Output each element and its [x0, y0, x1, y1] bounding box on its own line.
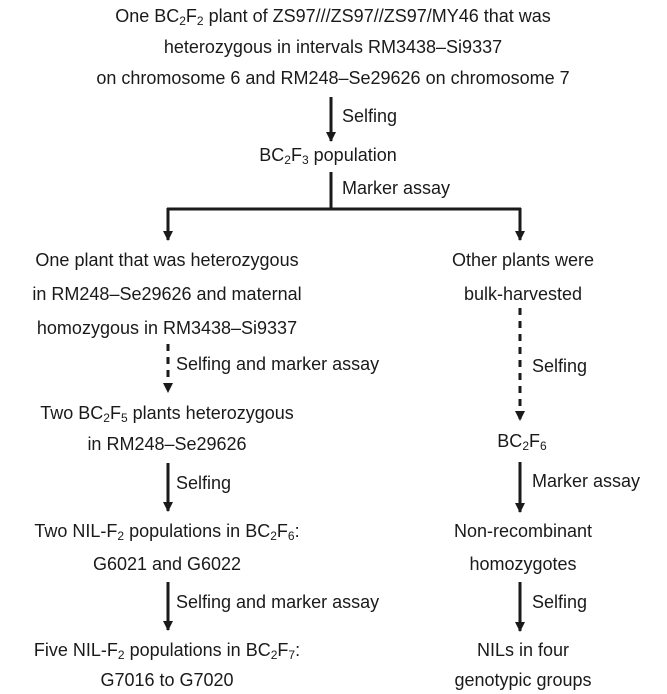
- label-right-selfing-1: Selfing: [532, 356, 588, 376]
- right-box-3-line-2: homozygotes: [469, 554, 577, 574]
- top-box-line-2: heterozygous in intervals RM3438–Si9337: [163, 37, 503, 57]
- left-box-2-line-2: in RM248–Se29626: [87, 434, 247, 454]
- left-box-1-line-3: homozygous in RM3438–Si9337: [36, 318, 298, 338]
- left-box-4-line-2: G7016 to G7020: [100, 670, 234, 690]
- left-box-3-line-1: Two NIL-F2 populations in BC2F6:: [34, 521, 300, 543]
- bc2f3-population: BC2F3 population: [259, 145, 397, 167]
- right-box-1-line-2: bulk-harvested: [463, 284, 583, 304]
- label-left-selfing: Selfing: [176, 473, 232, 493]
- label-left-selfing-marker-2: Selfing and marker assay: [176, 592, 380, 612]
- top-box-line-1: One BC2F2 plant of ZS97///ZS97//ZS97/MY4…: [115, 6, 551, 28]
- label-left-selfing-marker-1: Selfing and marker assay: [176, 354, 380, 374]
- label-selfing-1: Selfing: [342, 106, 398, 126]
- top-box-line-3: on chromosome 6 and RM248–Se29626 on chr…: [96, 68, 570, 88]
- left-box-1-line-2: in RM248–Se29626 and maternal: [32, 284, 302, 304]
- label-right-marker-assay: Marker assay: [532, 471, 641, 491]
- left-box-2-line-1: Two BC2F5 plants heterozygous: [40, 403, 294, 425]
- right-box-1-line-1: Other plants were: [451, 250, 595, 270]
- label-marker-assay: Marker assay: [342, 178, 451, 198]
- right-box-2-bc2f6: BC2F6: [497, 431, 547, 453]
- label-right-selfing-2: Selfing: [532, 592, 588, 612]
- left-box-3-line-2: G6021 and G6022: [92, 554, 242, 574]
- left-box-1-line-1: One plant that was heterozygous: [35, 250, 299, 270]
- right-box-4-line-1: NILs in four: [476, 640, 570, 660]
- left-box-4-line-1: Five NIL-F2 populations in BC2F7:: [33, 640, 301, 662]
- right-box-3-line-1: Non-recombinant: [453, 521, 593, 541]
- right-box-4-line-2: genotypic groups: [454, 670, 592, 690]
